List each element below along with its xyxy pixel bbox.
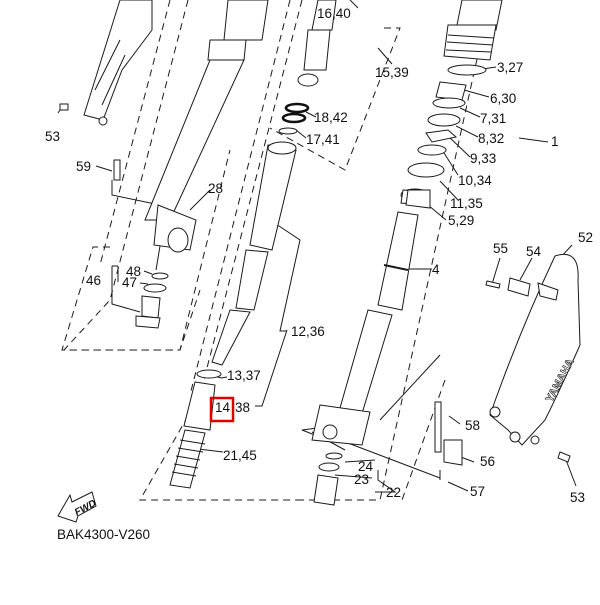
callout-59[interactable]: 59 [76,159,91,174]
callout-56[interactable]: 56 [480,454,495,469]
callout-58[interactable]: 58 [465,418,480,433]
callout-22[interactable]: 22 [386,485,401,500]
callout-16-40[interactable]: 16,40 [317,6,351,21]
leader-lines [57,0,577,493]
diagram-code: BAK4300-V260 [57,527,151,542]
upper-tube-right [405,0,503,209]
callout-24[interactable]: 24 [358,459,374,474]
callout-38[interactable]: 38 [235,400,250,415]
callout-3-27[interactable]: 3,27 [497,60,523,75]
callout-55[interactable]: 55 [493,241,508,256]
damper-cartridge [169,0,337,489]
callout-53-left[interactable]: 53 [45,129,60,144]
callout-52[interactable]: 52 [578,230,593,245]
callout-5-29[interactable]: 5,29 [448,213,474,228]
callout-46[interactable]: 46 [86,273,101,288]
boundary-46 [61,246,201,351]
callout-17-41[interactable]: 17,41 [306,132,340,147]
fork-guard-right: YAMAHA [485,254,581,463]
highlight-box [209,396,235,423]
callout-15-39[interactable]: 15,39 [375,65,409,80]
callout-11-35[interactable]: 11,35 [450,196,483,211]
outer-fork-tube-left [144,0,269,253]
callout-12-36[interactable]: 12,36 [291,324,325,339]
callout-23[interactable]: 23 [354,472,369,487]
fwd-arrow-icon: FWD [57,491,98,523]
callout-54[interactable]: 54 [526,244,542,259]
boundary-center-a [139,0,303,501]
group-boundaries [61,0,491,501]
fork-guard-left [83,0,153,126]
callout-1[interactable]: 1 [551,134,559,149]
callout-28[interactable]: 28 [208,181,223,196]
boundary-center-b [189,0,291,396]
callout-6-30[interactable]: 6,30 [490,91,516,106]
callout-21-45[interactable]: 21,45 [223,448,257,463]
callout-4[interactable]: 4 [432,262,440,277]
callout-8-32[interactable]: 8,32 [478,131,504,146]
callout-47[interactable]: 47 [122,275,137,290]
callout-57[interactable]: 57 [470,484,485,499]
callout-18-42[interactable]: 18,42 [314,110,348,125]
callout-9-33[interactable]: 9,33 [470,151,496,166]
brake-hose-holder [434,401,463,480]
left-small-parts [59,103,169,329]
callout-labels: 16,40 15,39 18,42 17,41 3,27 6,30 7,31 8… [45,6,593,505]
callout-14[interactable]: 14 [215,400,231,415]
callout-48[interactable]: 48 [126,264,141,279]
boundary-left-inner [99,0,171,266]
callout-10-34[interactable]: 10,34 [458,173,492,188]
callout-53-right[interactable]: 53 [570,490,585,505]
boundary-lower-right [401,379,446,501]
callout-13-37[interactable]: 13,37 [227,368,261,383]
inner-fork-tube [311,188,430,506]
callout-7-31[interactable]: 7,31 [480,111,506,126]
